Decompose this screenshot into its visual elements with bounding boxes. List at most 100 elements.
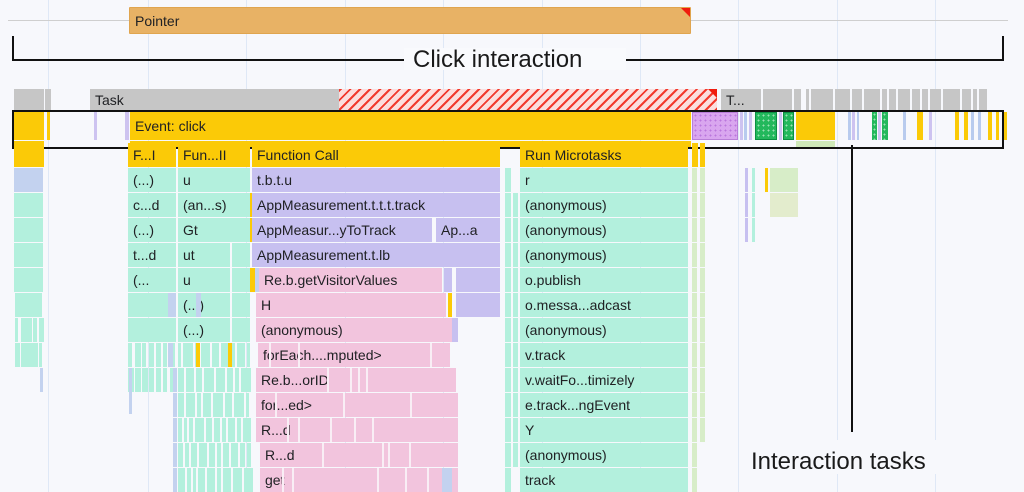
event-block[interactable] [779,112,782,140]
flame-block[interactable] [700,168,705,192]
flame-gutter[interactable] [505,243,511,267]
flame-block[interactable] [173,393,177,417]
flame-col-c[interactable]: Re.b.getVisitorValues [259,268,442,292]
task-block[interactable] [973,89,977,110]
flame-block[interactable] [770,193,798,217]
flame-block[interactable] [178,468,185,492]
event-block[interactable] [14,112,44,140]
flame-block[interactable] [752,193,755,217]
flame-gutter[interactable] [513,418,518,442]
flame-block[interactable] [216,368,225,392]
flame-block[interactable] [452,318,458,342]
event-block-green[interactable] [783,112,794,140]
task-block[interactable] [979,89,987,110]
task-block[interactable] [811,89,833,110]
event-block[interactable] [872,112,877,140]
flame-col-d[interactable]: r [520,168,688,192]
event-block[interactable] [744,112,747,140]
flame-tail-block[interactable] [129,368,132,414]
task-block[interactable] [14,89,44,110]
flame-col-a[interactable]: t...d [128,243,176,267]
flame-block[interactable] [185,443,189,467]
flame-block[interactable] [168,343,173,367]
flame-block[interactable] [33,318,37,342]
flame-block[interactable] [39,318,44,342]
flame-block[interactable] [191,443,197,467]
flame-col-d[interactable]: (anonymous) [520,243,688,267]
event-block[interactable] [882,112,888,140]
flame-block[interactable] [233,468,242,492]
event-block[interactable] [917,112,920,140]
flame-block[interactable] [700,193,705,217]
flame-col-b[interactable]: u [178,268,230,292]
flame-col-b[interactable]: (...) [178,318,230,342]
flame-col-d[interactable]: e.track...ngEvent [520,393,688,417]
event-block[interactable] [47,112,50,140]
flame-col-a[interactable] [149,368,154,392]
flame-col-b[interactable]: ut [178,243,230,267]
flame-block[interactable] [692,293,697,317]
flame-col-c[interactable]: AppMeasurement.t.t.t.track [252,193,500,217]
flame-col-a[interactable]: (...) [128,168,176,192]
flame-col-a[interactable] [149,343,154,367]
flame-col-b[interactable]: (an...s) [178,193,250,217]
flame-block[interactable] [223,443,229,467]
flame-block[interactable] [173,468,177,492]
long-task-hatch[interactable] [339,89,717,110]
flame-block[interactable] [203,393,211,417]
flame-block[interactable] [27,293,34,317]
flame-block[interactable] [178,368,184,392]
flame-col-c[interactable]: forEach....mputed> [258,343,450,367]
flame-col-d[interactable]: Y [520,418,688,442]
flame-block[interactable] [225,393,232,417]
flame-block[interactable] [209,443,215,467]
flame-gutter[interactable] [505,443,511,467]
flame-block[interactable] [222,418,226,442]
flame-gutter[interactable] [505,193,511,217]
flame-block[interactable] [14,268,43,292]
flame-col-a[interactable] [142,343,146,367]
flame-block[interactable] [14,143,44,167]
flame-block[interactable] [745,218,748,242]
flame-col-d[interactable]: v.waitFo...timizely [520,368,688,392]
flame-block[interactable] [186,368,194,392]
flame-col-d-header[interactable]: Run Microtasks [520,143,688,167]
event-block[interactable] [878,112,881,140]
flame-block[interactable] [700,343,705,367]
flame-block[interactable] [40,368,43,392]
event-block[interactable] [996,112,999,140]
flame-gutter[interactable] [505,468,511,492]
flame-block[interactable] [221,343,229,367]
flame-block[interactable] [212,343,219,367]
flame-gutter[interactable] [513,218,518,242]
flame-col-a[interactable] [135,368,141,392]
flame-block[interactable] [692,318,697,342]
flame-gutter[interactable] [505,268,511,292]
flame-col-c[interactable]: Re.b...orID [256,368,456,392]
task-block[interactable] [806,89,809,110]
flame-gutter[interactable] [513,293,518,317]
flame-block[interactable] [178,393,184,417]
flame-block[interactable] [692,143,698,167]
flame-block[interactable] [33,343,38,367]
flame-block[interactable] [207,468,215,492]
flame-col-a[interactable] [128,343,132,367]
flame-col-c[interactable]: AppMeasur...yToTrack [252,218,432,242]
flame-block[interactable] [173,368,177,392]
flame-col-a[interactable]: (...) [128,218,176,242]
event-block[interactable] [919,112,923,140]
flame-block[interactable] [199,443,207,467]
flame-block[interactable] [214,418,220,442]
flame-block[interactable] [196,343,200,367]
flame-col-b-header[interactable]: Fun...II [178,143,250,167]
flame-block[interactable] [195,418,204,442]
event-block[interactable] [955,112,959,140]
flame-block[interactable] [232,268,250,292]
flame-block[interactable] [247,443,251,467]
event-block[interactable] [903,112,906,140]
flame-block[interactable] [700,318,705,342]
flame-col-a[interactable] [163,368,167,392]
flame-col-a[interactable] [156,343,161,367]
task-block[interactable] [962,89,971,110]
flame-col-c-alt[interactable]: Ap...a [436,218,500,242]
